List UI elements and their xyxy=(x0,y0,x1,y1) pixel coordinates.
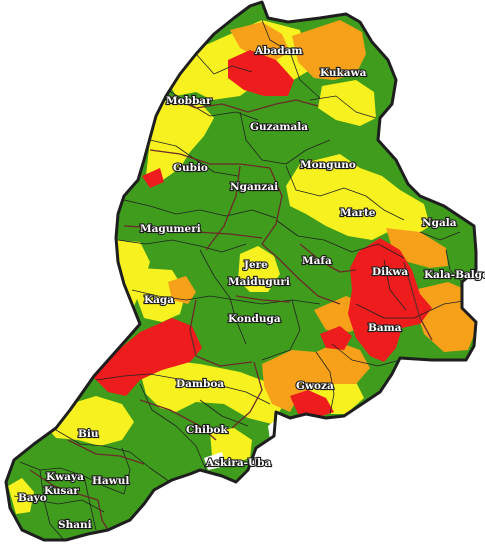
state-outline xyxy=(4,0,478,542)
region-kukawa-yellow xyxy=(318,80,376,126)
label-kala-balge: Kala-Balge xyxy=(424,269,485,281)
label-biu: Biu xyxy=(78,428,99,440)
region-dikwa-red xyxy=(348,238,432,362)
lga-labels: Abadam Kukawa Mobbar Guzamala Gubio Mong… xyxy=(17,44,485,532)
label-chibok: Chibok xyxy=(186,424,228,436)
region-jere-yellow xyxy=(238,246,280,292)
label-kwaya: Kwaya xyxy=(46,471,84,483)
lga-boundaries xyxy=(29,95,433,531)
label-maiduguri: Maiduguri xyxy=(228,276,290,288)
label-mafa: Mafa xyxy=(302,255,332,267)
label-kusar: Kusar xyxy=(44,485,79,497)
label-mobbar: Mobbar xyxy=(166,95,212,107)
label-damboa: Damboa xyxy=(176,378,224,390)
region-kaga-orange xyxy=(168,276,196,304)
region-ngala-orange xyxy=(386,228,448,268)
label-gwoza: Gwoza xyxy=(296,380,334,392)
region-gwoza-orange xyxy=(262,342,370,412)
label-jere: Jere xyxy=(243,259,268,271)
label-bama: Bama xyxy=(368,322,402,334)
region-marte-yellow xyxy=(286,154,430,240)
label-bayo: Bayo xyxy=(18,492,47,504)
label-magumeri: Magumeri xyxy=(140,223,201,235)
label-dikwa: Dikwa xyxy=(372,266,408,278)
region-abadam-orange xyxy=(230,22,290,60)
region-nodata-2 xyxy=(204,452,226,470)
label-guzamala: Guzamala xyxy=(250,121,308,133)
label-monguno: Monguno xyxy=(300,159,356,171)
region-kukawa-orange xyxy=(292,20,366,80)
region-bama-red xyxy=(320,326,352,350)
region-mobbar-yellow xyxy=(146,98,214,182)
region-gwoza-red xyxy=(290,390,334,418)
region-abadam-red xyxy=(228,50,294,96)
label-kaga: Kaga xyxy=(144,294,174,306)
label-shani: Shani xyxy=(58,519,92,531)
label-marte: Marte xyxy=(340,207,376,219)
label-abadam: Abadam xyxy=(254,45,303,57)
ward-boundaries xyxy=(13,19,471,540)
label-ngala: Ngala xyxy=(422,217,457,229)
region-gubio-red xyxy=(142,168,164,188)
label-kukawa: Kukawa xyxy=(320,67,367,79)
label-konduga: Konduga xyxy=(228,313,281,325)
region-bayo-yellow xyxy=(8,478,34,514)
label-askira-uba: Askira-Uba xyxy=(205,457,272,469)
label-hawul: Hawul xyxy=(92,475,129,487)
label-gubio: Gubio xyxy=(173,162,208,174)
region-damboa-yellow xyxy=(140,360,284,424)
label-nganzai: Nganzai xyxy=(230,181,278,193)
